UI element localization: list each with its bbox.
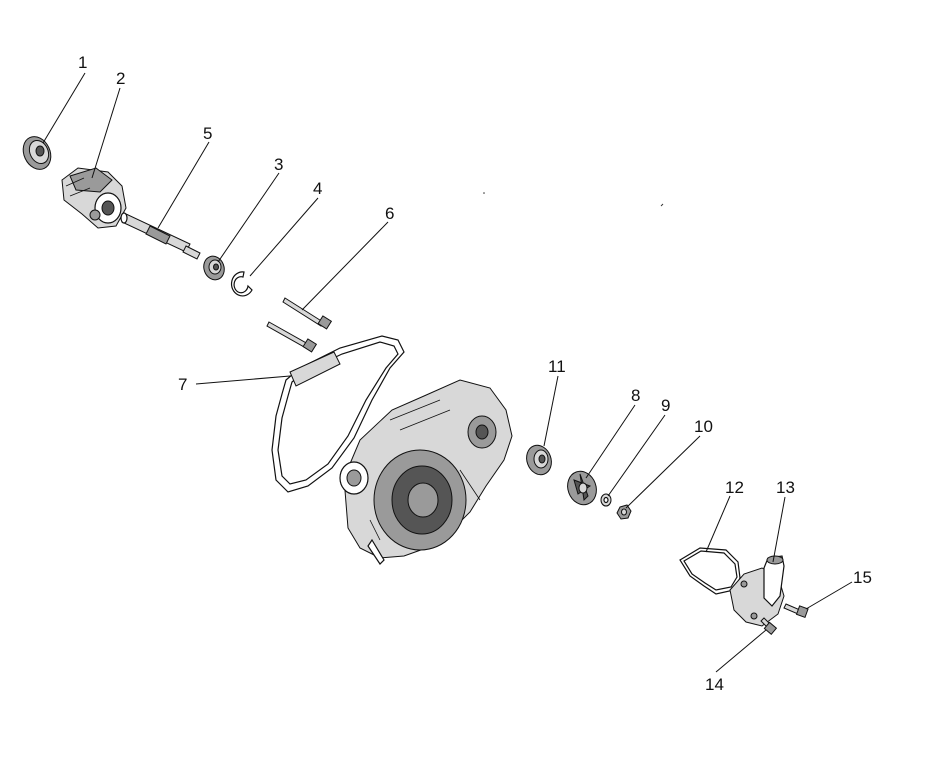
- part-8-impeller: [567, 470, 597, 506]
- leader-5: [157, 141, 210, 229]
- part-11-seal: [526, 444, 552, 476]
- callout-4: 4: [313, 179, 322, 198]
- leader-14: [715, 629, 767, 673]
- leader-9: [607, 414, 666, 497]
- part-14-bolt: [760, 617, 778, 635]
- leader-7: [195, 375, 291, 385]
- callout-14: 14: [705, 675, 724, 694]
- callout-15: 15: [853, 568, 872, 587]
- part-12-o-ring: [679, 547, 741, 595]
- callout-12: 12: [725, 478, 744, 497]
- leader-1: [42, 72, 86, 144]
- callout-9: 9: [661, 396, 670, 415]
- callout-7: 7: [178, 375, 187, 394]
- part-9-washer: [600, 493, 612, 507]
- leader-11: [543, 375, 559, 447]
- callout-3: 3: [274, 155, 283, 174]
- leader-15: [805, 581, 853, 610]
- leader-2: [91, 87, 121, 179]
- callout-labels: 1 2 3 4 5 6 7 8 9 10 11 12 13 14 15: [78, 53, 872, 694]
- part-2-pump-housing: [61, 167, 127, 229]
- callout-2: 2: [116, 69, 125, 88]
- leader-3: [217, 172, 280, 263]
- part-13-pump-cover: [729, 555, 785, 627]
- leader-12: [705, 495, 731, 553]
- callout-11: 11: [548, 357, 566, 376]
- leader-6: [301, 221, 389, 311]
- part-10-nut: [616, 504, 632, 520]
- leader-10: [625, 435, 701, 509]
- leader-lines: [42, 72, 853, 673]
- callout-1: 1: [78, 53, 87, 72]
- callout-6: 6: [385, 204, 394, 223]
- part-4-snap-ring: [230, 271, 253, 297]
- part-6-bolts: [266, 297, 333, 353]
- part-5-shaft: [120, 212, 201, 260]
- callout-13: 13: [776, 478, 795, 497]
- leader-8: [585, 404, 636, 479]
- crankcase-cover: [339, 379, 513, 565]
- part-3-bearing: [203, 255, 225, 281]
- stray-marks: [483, 192, 664, 207]
- part-7-gasket: [271, 335, 405, 493]
- callout-10: 10: [694, 417, 713, 436]
- callout-8: 8: [631, 386, 640, 405]
- callout-5: 5: [203, 124, 212, 143]
- leader-4: [249, 197, 319, 277]
- part-15-bolt: [783, 603, 809, 619]
- part-1-gear: [22, 136, 52, 170]
- leader-13: [772, 496, 786, 563]
